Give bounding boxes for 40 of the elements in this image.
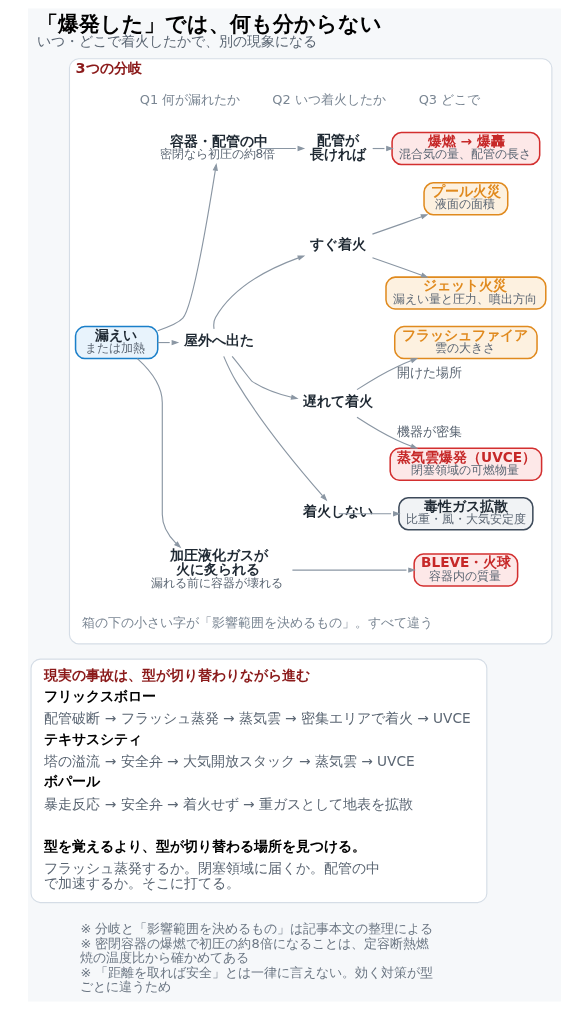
label: ※ 「距離を取れば安全」とは一律に言えない。効く対策が型ごとに違うため bbox=[80, 964, 433, 995]
label: Q2 いつ着火したか bbox=[271, 91, 386, 107]
node-box: BLEVE・火球 容器内の質量 bbox=[412, 553, 518, 587]
node-text: 配管が長ければ bbox=[309, 132, 366, 162]
arrow bbox=[136, 358, 181, 549]
label: Q3 どこで bbox=[418, 91, 480, 107]
node-box: フラッシュファイア 雲の大きさ bbox=[393, 325, 538, 360]
arrow bbox=[156, 163, 218, 332]
edge-label: 開けた場所 bbox=[396, 365, 462, 381]
arrow bbox=[337, 511, 401, 517]
node-text: 屋外へ出た bbox=[183, 332, 254, 349]
node-label: 密閉なら初圧の約8倍 bbox=[159, 147, 275, 162]
arrow bbox=[222, 355, 327, 502]
label: ※ 密閉容器の爆燃で初圧の約8倍になることは、定容断熱燃焼の温度比から確かめてある bbox=[80, 935, 429, 966]
label: Q1 何が漏れたか bbox=[139, 91, 240, 107]
arrow bbox=[355, 358, 418, 391]
node-box: ジェット火災 漏えい量と圧力、噴出方向 bbox=[384, 276, 547, 310]
node-box: 現実の事故は、型が切り替わりながら進む フリックスボロー 配管破断 → フラッシュ蒸発 → 蒸気雲 → 密集エリアで着火 → UVCE テキサスシティ 塔の溢流 → 安全弁 → 大気開放スタック → 蒸気雲 → UVCE ボパール 暴走反応 → 安全弁 → 着火せず → 重ガスとして地表を拡散 型を覚えるより、型が切り替わる場所を見つける。 フラッシュ蒸発するか。閉塞領域に届くか。配管の中で加速するか。そこに打てる。 bbox=[29, 658, 487, 904]
node-box: 爆燃 → 爆轟 混合気の量、配管の長さ bbox=[390, 131, 540, 166]
arrow bbox=[259, 145, 305, 152]
label: ※ 分岐と「影響範囲を決めるもの」は記事本文の整理による bbox=[80, 921, 433, 937]
node-box: 漏えい または加熱 bbox=[74, 325, 158, 360]
node-text: 着火しない bbox=[302, 503, 373, 520]
edge-label: 機器が密集 bbox=[396, 423, 462, 439]
node-text: 容器・配管の中 bbox=[169, 132, 268, 149]
arrow bbox=[355, 416, 418, 449]
node-text: 加圧液化ガスが火に炙られる bbox=[169, 547, 268, 578]
node-box: 毒性ガス拡散 比重・風・大気安定度 bbox=[397, 497, 534, 531]
node-label: 漏れる前に容器が壊れる bbox=[150, 575, 283, 590]
arrow bbox=[371, 214, 428, 235]
arrow bbox=[231, 355, 299, 400]
node-box: プール火災 液面の面積 bbox=[422, 182, 508, 216]
node-text: 遅れて着火 bbox=[302, 393, 373, 410]
arrow bbox=[291, 567, 416, 573]
diagram-title: 「爆発した」では、何も分からない bbox=[36, 10, 382, 36]
node-text: すぐ着火 bbox=[309, 235, 366, 252]
node-box: 蒸気雲爆発（UVCE） 閉塞領域の可燃物量 bbox=[388, 447, 542, 482]
arrow bbox=[371, 257, 429, 278]
arrow bbox=[212, 255, 305, 330]
label: 箱の下の小さい字が「影響範囲を決めるもの」。すべて違う bbox=[81, 615, 433, 631]
